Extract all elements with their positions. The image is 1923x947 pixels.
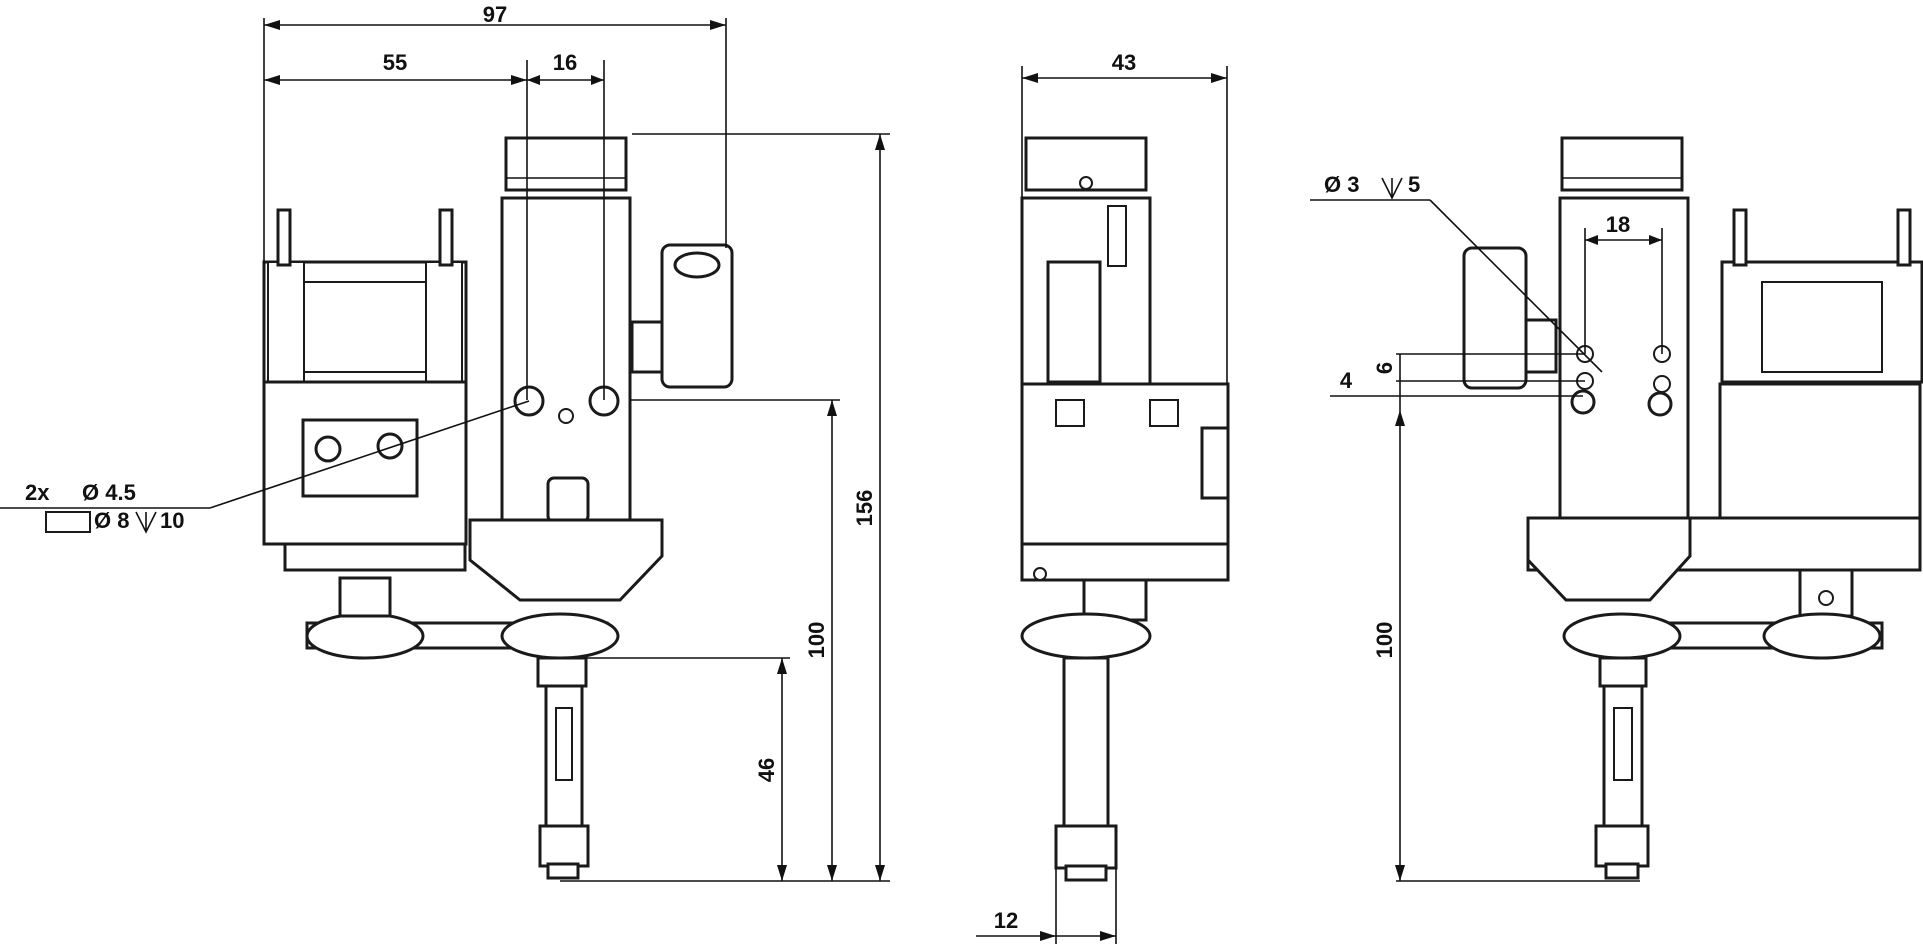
column-cap [504,136,628,192]
collet [538,824,590,868]
dim-100-front: 100 [804,622,829,659]
rear-view [1462,136,1923,880]
rear-motor-window [1761,281,1883,373]
rear-hub-hole [1818,590,1834,606]
post-right [438,208,454,267]
rear-pulley-left [1562,612,1682,660]
rear-column [1558,196,1690,548]
rear-valve [1462,246,1528,390]
rear-valve-fitting [1524,318,1558,374]
side-collet [1054,824,1118,870]
side-post [1107,205,1127,267]
dim-55: 55 [383,50,407,75]
dim-156: 156 [852,490,877,527]
side-shaft [1062,656,1110,830]
front-view [262,136,734,880]
side-view [1020,136,1230,882]
collet-tip [546,862,580,880]
lower-block [283,542,467,572]
dim-16: 16 [553,50,577,75]
callout-count: 2x [25,480,50,505]
side-slot-left [1055,399,1085,427]
side-small-hole [1033,567,1047,581]
dim-12: 12 [994,908,1018,933]
callout-depth: 10 [160,508,184,533]
rear-post-right [1896,208,1912,267]
rear-hole-4 [1653,375,1671,393]
mount-hole-right [376,432,404,460]
side-slot-right [1149,399,1179,427]
rear-collet [1594,824,1650,868]
depth-symbol-icon [135,511,157,534]
pulley-left [305,612,425,660]
rear-cap [1560,136,1684,192]
head-block [468,518,664,602]
dim-4: 4 [1340,368,1353,393]
front-dimensions: 97 55 16 156 100 46 2x [0,2,890,882]
dim-46: 46 [754,758,779,782]
side-cap-hole [1079,176,1093,190]
valve-cap [673,251,721,279]
mount-hole-left [314,435,342,463]
spindle-slot [555,707,573,781]
dim-6: 6 [1372,362,1397,374]
dim-100-rear: 100 [1372,622,1397,659]
motor-side-left [267,261,305,383]
rear-callout-diameter: Ø 3 [1324,172,1359,197]
dim-43: 43 [1112,50,1136,75]
callout-counterbore: Ø 8 [94,508,129,533]
rear-dimensions: 18 Ø 3 5 6 4 100 [1310,172,1663,882]
pulley-right [500,612,620,660]
side-base [1020,382,1230,546]
rear-collet-tip [1604,862,1640,880]
spindle-collar [536,656,588,688]
column-port [546,476,590,524]
rear-post-left [1732,208,1748,267]
rear-hole-5 [1570,389,1596,415]
side-pulley [1020,612,1152,660]
rear-spindle-slot [1613,707,1633,781]
rear-hole-6 [1647,391,1673,417]
valve-body [660,243,734,389]
side-lower-block [1020,542,1230,582]
rear-head [1526,516,1692,602]
counterbore-symbol [45,511,91,533]
motor-window [303,281,427,373]
pulley-hub-left [338,576,392,618]
motor-side-right [425,261,463,383]
column-hole-small [558,408,574,424]
side-collet-tip [1064,864,1108,882]
post-left [276,208,292,267]
rear-pulley-right [1762,612,1882,660]
rear-depth-symbol-icon [1381,177,1403,200]
rear-callout-depth: 5 [1408,172,1420,197]
side-connector [1200,426,1230,500]
rear-spindle-collar [1598,656,1648,688]
dim-18: 18 [1606,212,1630,237]
valve-fitting [630,320,664,374]
side-motor [1046,260,1102,384]
side-dimensions: 43 12 [976,50,1228,944]
dim-97: 97 [483,2,507,27]
callout-diameter: Ø 4.5 [82,480,136,505]
